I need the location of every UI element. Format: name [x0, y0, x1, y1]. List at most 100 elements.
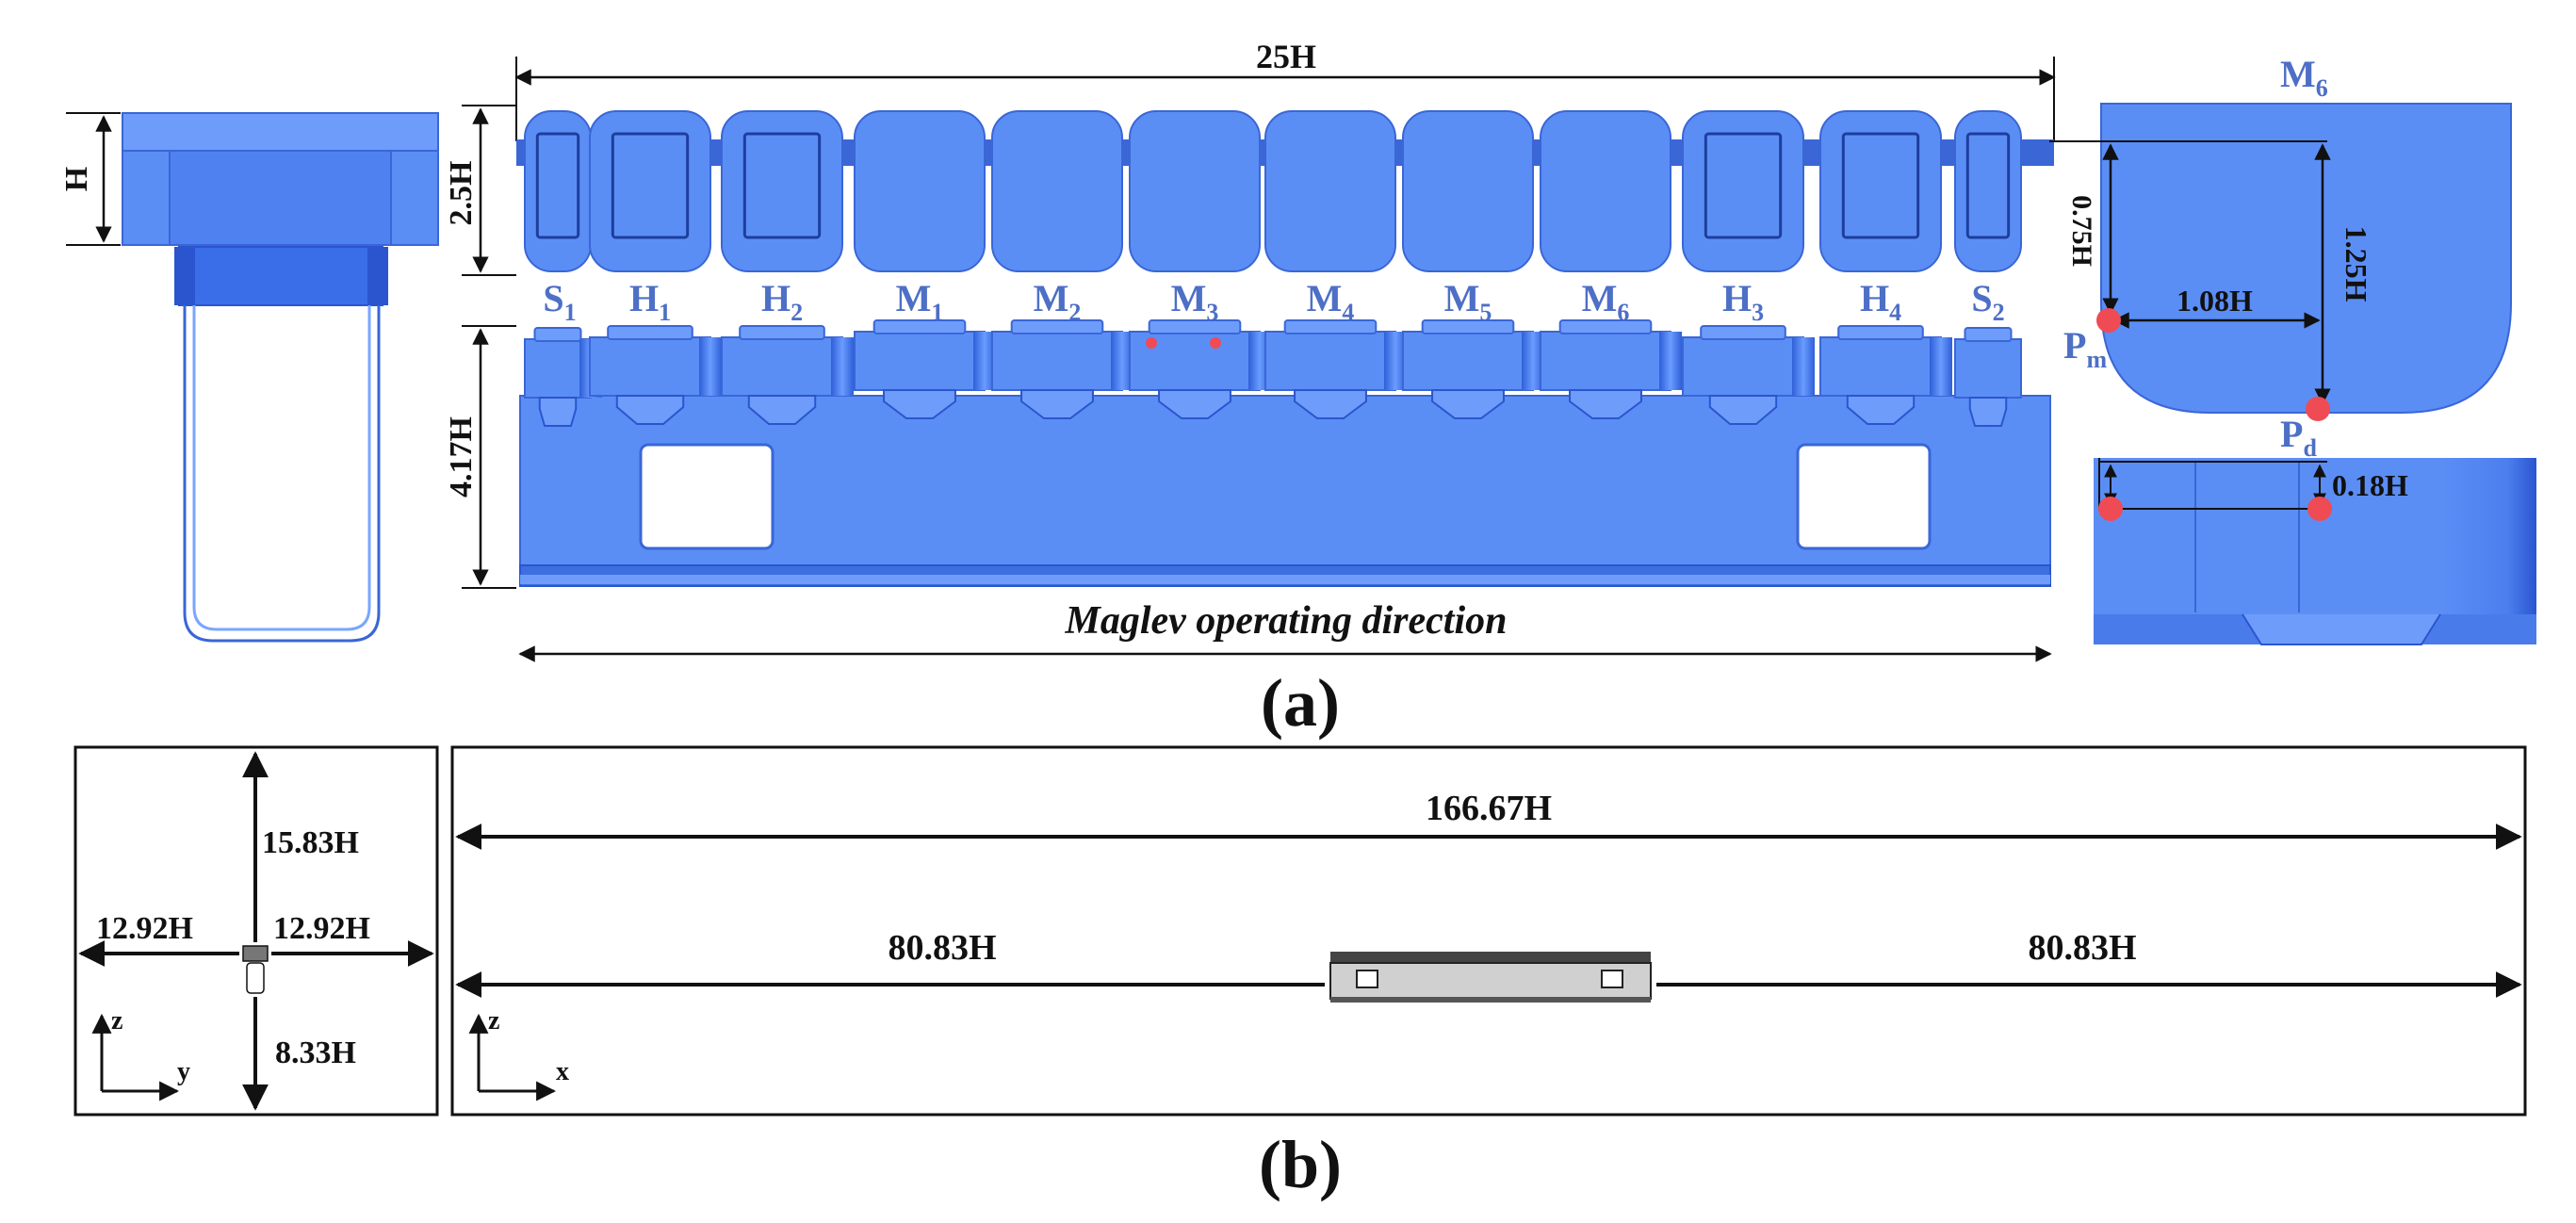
segment-label-10: H3	[1722, 277, 1764, 326]
dim-bottom-height-label: 4.17H	[444, 416, 479, 497]
side-view: H	[59, 112, 439, 643]
bogie-chevron-4	[883, 389, 956, 419]
bogie-cap-9	[1558, 319, 1653, 334]
pd-marker-lower	[2307, 497, 2332, 521]
bogie-block-4	[854, 331, 986, 391]
bogie-chevron-12	[1968, 397, 2008, 427]
bogie-block-12	[1954, 338, 2022, 399]
bogie-chevron-5	[1020, 389, 1094, 419]
top-car-5	[991, 110, 1123, 272]
bogie-block-8	[1402, 331, 1534, 391]
long-total-label: 166.67H	[1426, 789, 1552, 828]
dim-075-label: 0.75H	[2066, 195, 2097, 267]
top-car-row	[524, 110, 2022, 272]
bogie-gap-10	[1792, 337, 1815, 396]
segment-label-7: M4	[1307, 277, 1355, 326]
segment-label-4: M1	[896, 277, 944, 326]
car-window-3	[742, 132, 822, 239]
pd-marker	[2306, 397, 2330, 421]
pm-marker-lower	[2098, 497, 2123, 521]
bogie-cap-10	[1700, 325, 1786, 340]
panel-a-label: (a)	[1261, 665, 1340, 741]
bogie-block-2	[589, 336, 711, 397]
bogie-cap-1	[533, 327, 582, 342]
car-window-11	[1841, 132, 1920, 239]
bogie-chevron-10	[1708, 395, 1778, 425]
top-car-8	[1402, 110, 1534, 272]
bogie-block-9	[1540, 331, 1671, 391]
cross-axis-y: y	[177, 1057, 190, 1086]
bogie-chevron-11	[1846, 395, 1916, 425]
segment-label-9: M6	[1582, 277, 1630, 326]
bogie-cap-11	[1837, 325, 1924, 340]
pm-marker	[2096, 308, 2121, 333]
bogie-gap-9	[1659, 332, 1682, 390]
bogie-row	[524, 319, 2022, 427]
long-right-label: 80.83H	[2028, 928, 2136, 968]
long-axis-z: z	[488, 1006, 499, 1035]
detail-view: M6 0.75H 1.25H 1.08H Pm Pd 0.18H	[2049, 53, 2536, 645]
bogie-cap-7	[1283, 319, 1378, 334]
direction-label: Maglev operating direction	[1065, 599, 1508, 643]
bogie-cap-6	[1148, 319, 1242, 334]
panel-b-label: (b)	[1259, 1127, 1342, 1202]
cross-axis-z: z	[111, 1006, 122, 1035]
long-left-label: 80.83H	[888, 928, 996, 968]
segment-label-11: H4	[1860, 277, 1901, 326]
top-car-7	[1264, 110, 1396, 272]
bogie-cap-5	[1010, 319, 1104, 334]
bogie-block-11	[1819, 336, 1942, 397]
domain-longitudinal: 166.67H 80.83H 80.83H z x	[450, 745, 2527, 1117]
bogie-cap-8	[1421, 319, 1515, 334]
bogie-chevron-6	[1158, 389, 1231, 419]
bogie-block-7	[1264, 331, 1396, 391]
bogie-cap-4	[872, 319, 967, 334]
bogie-gap-11	[1930, 337, 1952, 396]
dim-length-label: 25H	[1256, 38, 1316, 75]
bogie-chevron-2	[615, 395, 685, 425]
dim-018-label: 0.18H	[2332, 468, 2408, 502]
cross-down-label: 8.33H	[275, 1035, 356, 1070]
car-window-12	[1965, 132, 2011, 239]
dim-108-label: 1.08H	[2177, 284, 2253, 318]
cross-up-label: 15.83H	[262, 825, 359, 860]
dim-125-label: 1.25H	[2340, 226, 2373, 302]
bogie-block-5	[991, 331, 1123, 391]
vehicle-miniature	[1329, 952, 1652, 1003]
top-car-9	[1540, 110, 1671, 272]
car-window-1	[535, 132, 580, 239]
segment-label-12: S2	[1971, 277, 2004, 326]
bogie-chevron-7	[1294, 389, 1367, 419]
cross-right-label: 12.92H	[273, 911, 370, 946]
segment-label-1: S1	[543, 277, 576, 326]
bogie-cap-2	[607, 325, 693, 340]
segment-label-8: M5	[1444, 277, 1492, 326]
bogie-block-3	[721, 336, 843, 397]
segment-label-3: H2	[761, 277, 803, 326]
bogie-chevron-3	[747, 395, 817, 425]
long-axis-x: x	[556, 1057, 569, 1086]
bogie-block-10	[1682, 336, 1804, 397]
bogie-chevron-9	[1569, 389, 1642, 419]
bogie-gap-3	[831, 337, 854, 396]
detail-title: M6	[2280, 53, 2328, 102]
probe-point-1	[1146, 337, 1157, 349]
dim-top-height-label: 2.5H	[444, 161, 479, 226]
bogie-cap-12	[1964, 327, 2013, 342]
bogie-chevron-8	[1431, 389, 1505, 419]
segment-label-2: H1	[629, 277, 671, 326]
cross-left-label: 12.92H	[96, 911, 193, 946]
top-car-4	[854, 110, 986, 272]
segment-label-6: M3	[1171, 277, 1219, 326]
car-window-2	[611, 132, 690, 239]
bogie-chevron-1	[538, 397, 578, 427]
car-window-10	[1704, 132, 1783, 239]
pm-label: Pm	[2063, 324, 2107, 373]
domain-cross-section: 15.83H 12.92H 12.92H 8.33H z y	[73, 745, 439, 1117]
top-car-6	[1129, 110, 1261, 272]
probe-point-2	[1210, 337, 1221, 349]
bogie-gap-2	[699, 337, 722, 396]
